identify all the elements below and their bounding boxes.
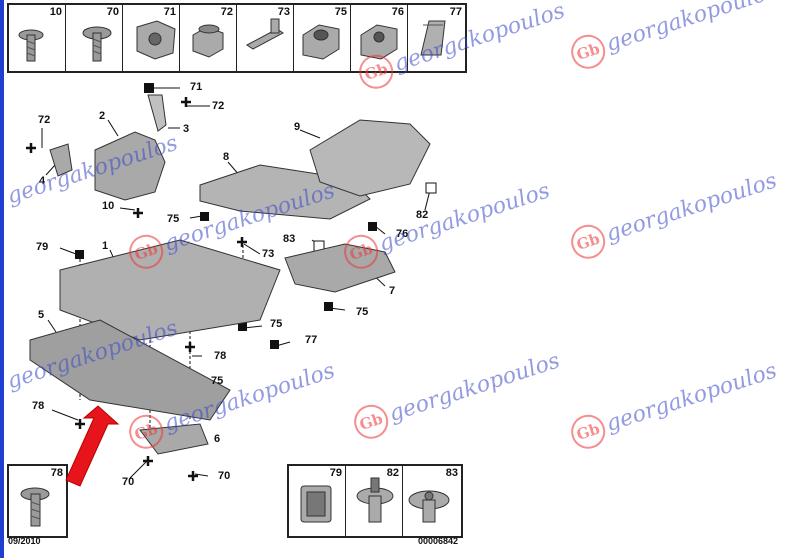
- callout-label: 83: [283, 233, 296, 245]
- left-border-bar: [0, 0, 4, 558]
- part-2: [94, 131, 166, 201]
- part-6: [139, 423, 209, 455]
- callout-label: 10: [102, 200, 115, 212]
- bolt-72-icon: [192, 24, 224, 58]
- nut-76-icon: [360, 24, 398, 60]
- callout-label: 1: [102, 240, 109, 252]
- callout-label: 70: [122, 476, 135, 488]
- part-7: [284, 243, 396, 293]
- nut-75-icon: [302, 24, 340, 60]
- push-rivet-83-icon: [408, 490, 450, 523]
- fastener-number: 79: [329, 467, 342, 479]
- callout-label: 82: [416, 209, 429, 221]
- nut-71-icon: [136, 20, 176, 60]
- part-drawings: [29, 94, 431, 455]
- part-4: [49, 143, 73, 177]
- fastener-cell: 72: [180, 5, 237, 71]
- push-rivet-82-icon: [356, 477, 394, 523]
- clip-77-icon: [420, 20, 446, 56]
- callout-label: 76: [396, 228, 409, 240]
- screw-70-icon: [82, 26, 112, 62]
- fastener-number: 73: [277, 6, 290, 18]
- callout-label: 2: [99, 110, 106, 122]
- fastener-table-top: 10 70 71 72 73 75 76 77: [7, 3, 467, 73]
- fastener-drawings-bottom-left: [20, 487, 50, 527]
- fastener-drawings-bottom-right: [300, 477, 450, 523]
- callout-label: 4: [39, 175, 46, 187]
- fastener-cell: 76: [351, 5, 408, 71]
- fastener-number: 70: [106, 6, 119, 18]
- fastener-markers: [26, 83, 377, 481]
- fastener-number: 78: [50, 467, 63, 479]
- fastener-table-bottom-left: 78: [7, 464, 68, 538]
- clip-nut-79-icon: [300, 485, 332, 523]
- fastener-number: 77: [449, 6, 462, 18]
- callout-label: 7: [389, 285, 396, 297]
- screw-10-icon: [18, 29, 44, 62]
- fastener-cell: 71: [123, 5, 180, 71]
- callout-label: 77: [305, 334, 318, 346]
- fastener-number: 75: [334, 6, 347, 18]
- fastener-number: 76: [391, 6, 404, 18]
- callout-label: 8: [223, 151, 230, 163]
- callout-label: 72: [212, 100, 225, 112]
- fastener-cell: 10: [9, 5, 66, 71]
- callout-label: 78: [32, 400, 45, 412]
- diagram-code: 00006842: [418, 536, 459, 546]
- callout-label: 3: [183, 123, 190, 135]
- fastener-number: 10: [49, 6, 62, 18]
- fastener-number: 72: [220, 6, 233, 18]
- callout-label: 70: [218, 470, 231, 482]
- fastener-cell: 79: [289, 466, 346, 536]
- part-1: [59, 239, 281, 341]
- diagram-date: 09/2010: [8, 536, 41, 546]
- fastener-table-bottom-right: 79 82 83: [287, 464, 463, 538]
- callout-label: 75: [167, 213, 180, 225]
- part-3: [147, 94, 167, 132]
- fastener-number: 82: [386, 467, 399, 479]
- callout-label: 79: [36, 241, 49, 253]
- callout-label: 71: [190, 81, 203, 93]
- fastener-drawings-top: [18, 18, 446, 62]
- part-9: [309, 119, 431, 197]
- fastener-cell: 77: [408, 5, 465, 71]
- fastener-number: 71: [163, 6, 176, 18]
- callout-label: 5: [38, 309, 45, 321]
- callout-label: 75: [356, 306, 369, 318]
- stud-73-icon: [246, 18, 284, 50]
- callout-label: 9: [294, 121, 301, 133]
- fastener-cell: 75: [294, 5, 351, 71]
- fastener-number: 83: [445, 467, 458, 479]
- screw-78-icon: [20, 487, 50, 527]
- fastener-cell: 73: [237, 5, 294, 71]
- fastener-cell: 83: [403, 466, 461, 536]
- red-arrow-icon: [65, 405, 120, 487]
- callout-label: 73: [262, 248, 275, 260]
- callout-label: 78: [214, 350, 227, 362]
- fastener-cell: 82: [346, 466, 403, 536]
- fastener-cell: 70: [66, 5, 123, 71]
- callout-label: 75: [211, 375, 224, 387]
- callout-label: 6: [214, 433, 221, 445]
- callout-label: 72: [38, 114, 51, 126]
- fastener-cell: 78: [9, 466, 66, 536]
- part-5: [29, 319, 231, 421]
- callout-label: 75: [270, 318, 283, 330]
